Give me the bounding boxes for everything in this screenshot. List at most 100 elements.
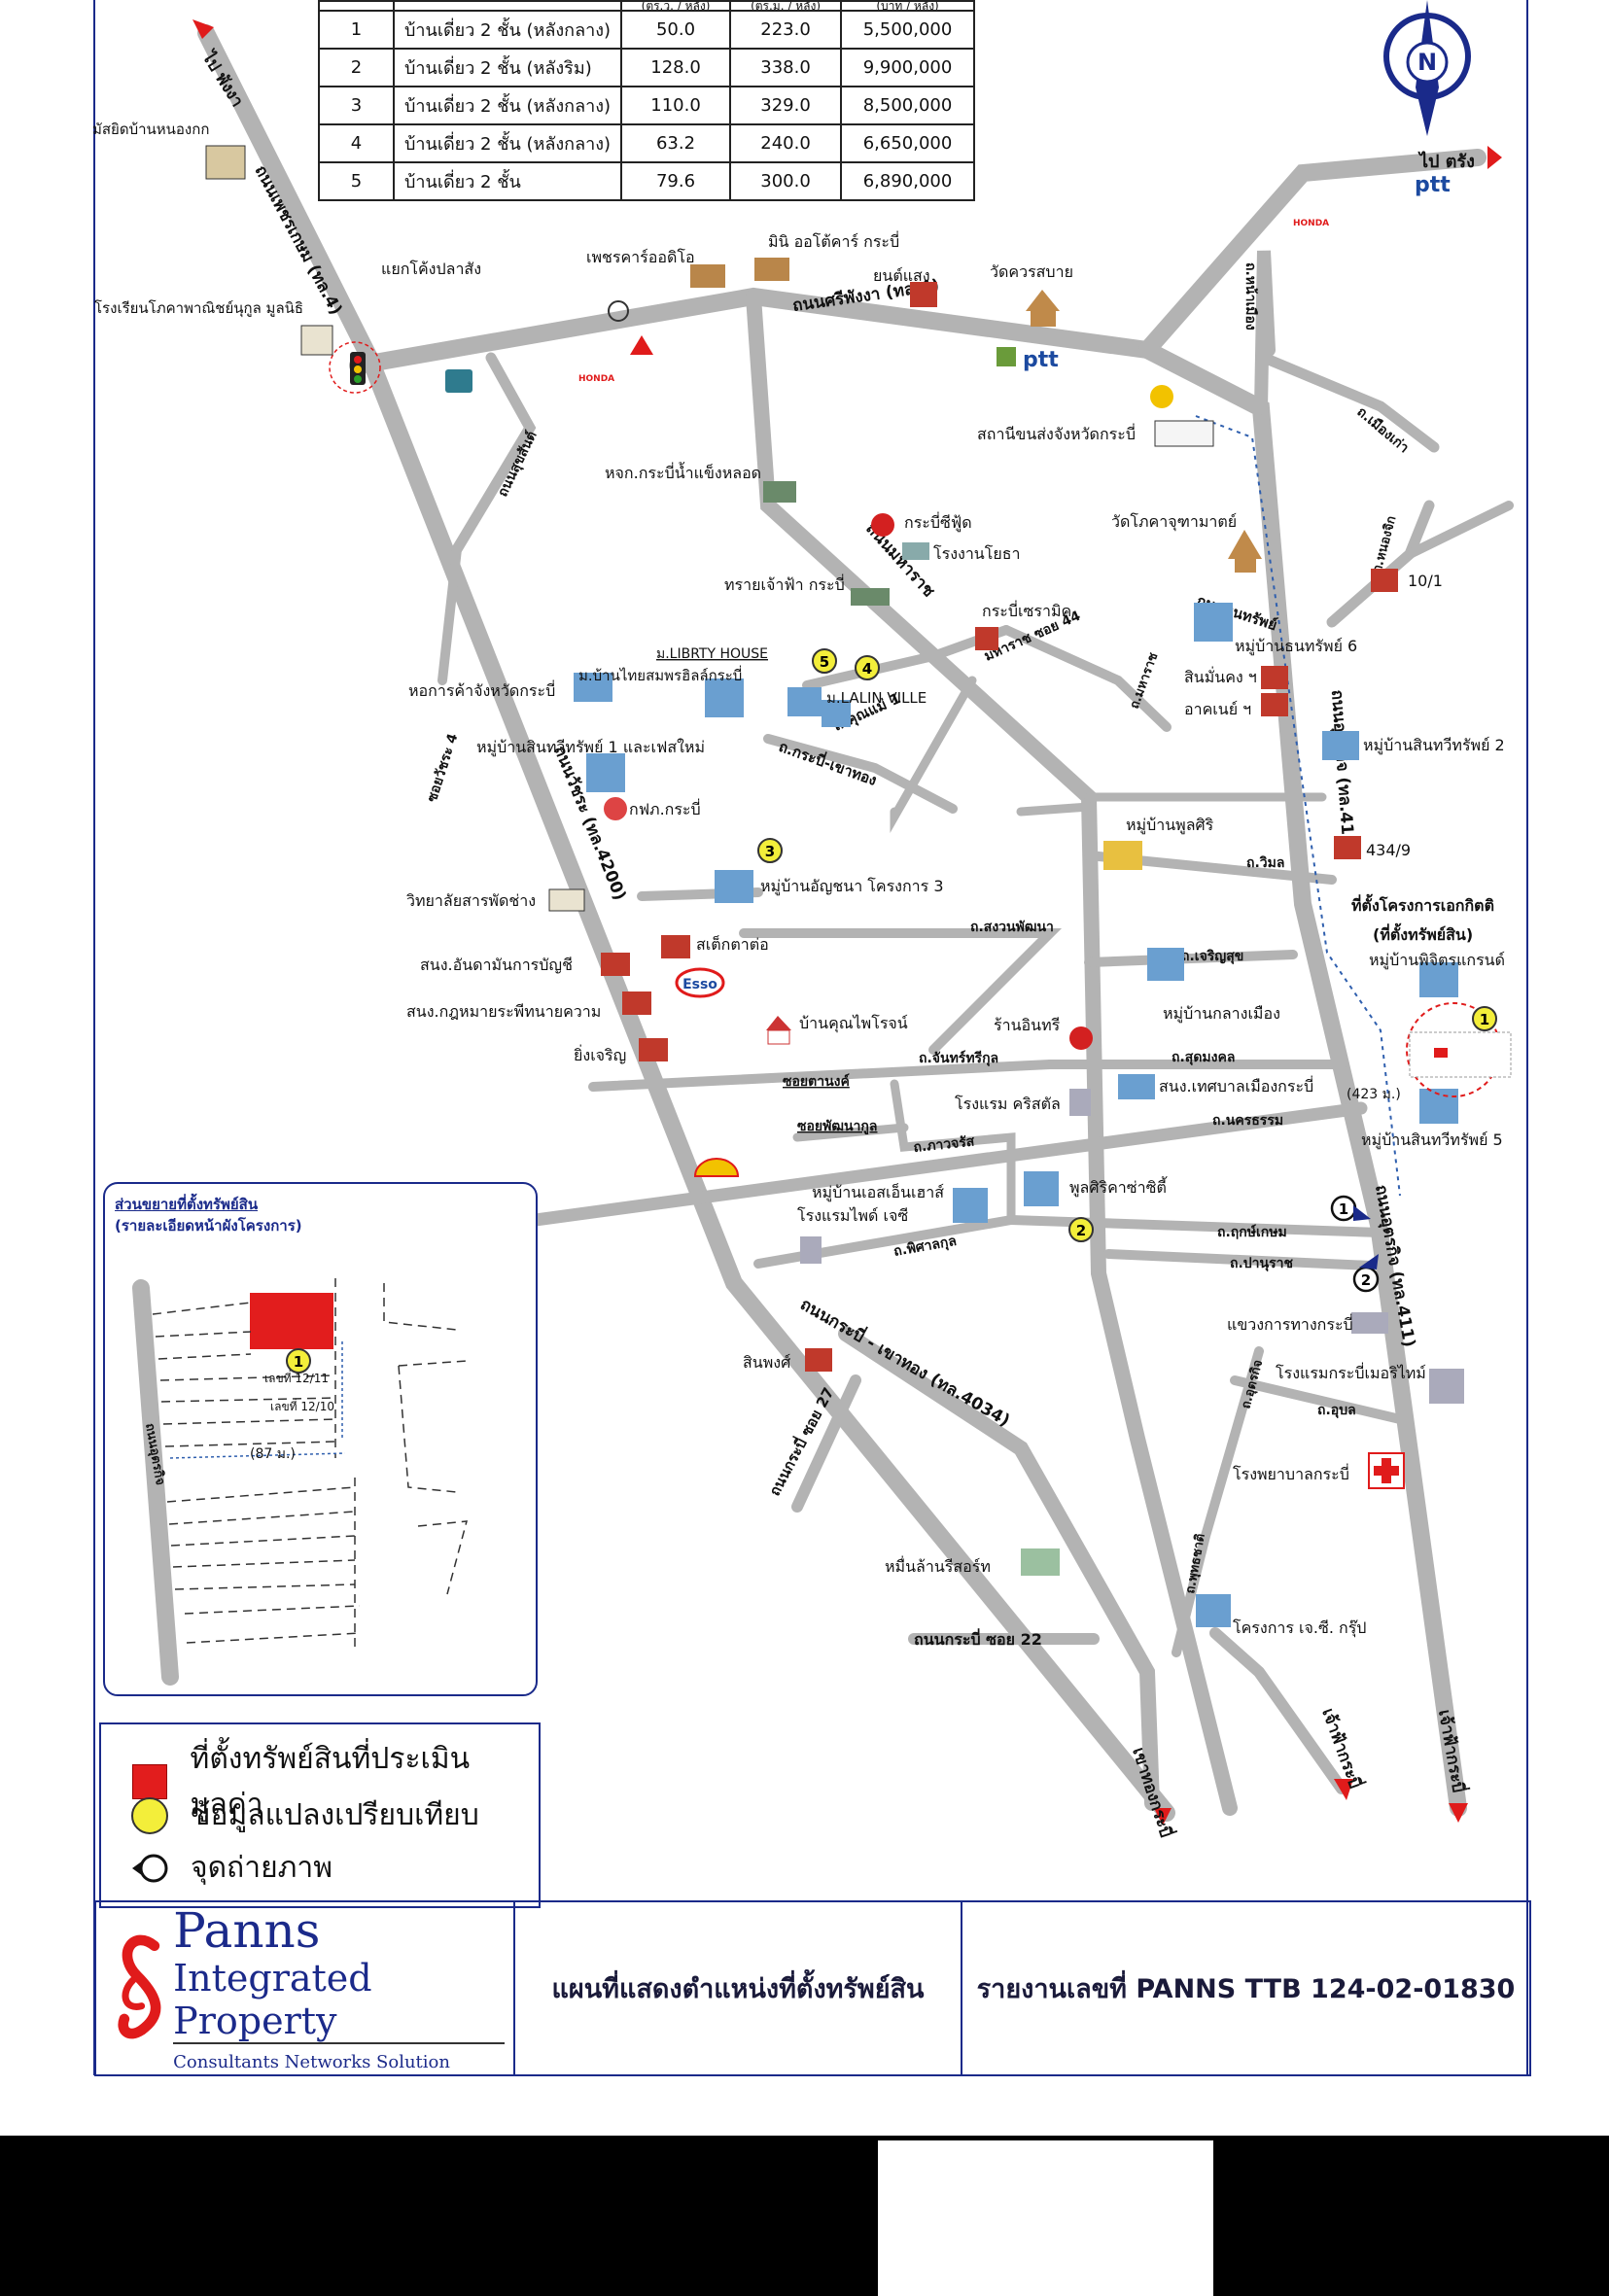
road-sa-nguan [739, 928, 1063, 1055]
poi-sinsap-2: หมู่บ้านสินทวีทรัพย์ 2 [1363, 736, 1505, 755]
label-wim: ถ.วิมล [1246, 855, 1284, 871]
table-header-cell: (ตร.ม. / หลัง) [729, 0, 843, 12]
comparison-marker-3-label: 3 [765, 843, 775, 860]
comparison-marker-1 [1472, 1006, 1497, 1031]
poi-kids-store: สเต็กตาต่อ [696, 934, 769, 954]
building-icon [1351, 1312, 1388, 1334]
poi-labels: มัสยิดบ้านหนองกก แยกโค้งปลาสัง โรงเรียนโ… [92, 121, 1505, 1638]
poi-factory-yotha: โรงงานโยธา [933, 544, 1020, 563]
label-reuk-kasem: ถ.ฤกษ์เกษม [1217, 1224, 1287, 1240]
comparison-marker-3 [757, 838, 783, 863]
arrow-bottom-mid [1334, 1779, 1353, 1800]
arrow-top-right [1487, 146, 1502, 169]
house-icon [586, 753, 625, 792]
esso-logo: Esso [682, 977, 717, 992]
table-cell: 63.2 [620, 123, 732, 163]
photo-point-1-label: 1 [1339, 1200, 1348, 1218]
brand-block: Panns Integrated Property Consultants Ne… [116, 1902, 505, 2074]
poi-law-office: สนง.กฎหมายระพีทนายความ [406, 1002, 601, 1021]
compass-letter: N [1417, 49, 1437, 76]
airport-icon [1150, 385, 1173, 408]
dir-top-right: ไป ตรัง [1417, 151, 1475, 172]
label-nakhon-tham: ถ.นครธรรม [1212, 1113, 1283, 1129]
table-cell: 1 [318, 10, 395, 50]
poi-icons: ptt ptt HONDA HONDA Esso [205, 145, 1464, 1627]
road-maharaj [746, 289, 1238, 1816]
poi-andaman-acc: สนง.อันดามันการบัญชี [420, 956, 573, 974]
house-icon [787, 687, 822, 716]
house-icon [1147, 948, 1184, 981]
poi-yont-saeng: ยนต์แสง [873, 266, 930, 285]
direction-arrows [192, 19, 1502, 1826]
label-soi-tanong: ซอยตานงค์ [783, 1073, 850, 1090]
poi-klang-muang: หมู่บ้านกลางเมือง [1163, 1004, 1280, 1024]
shop-icon [601, 953, 630, 976]
poi-num-10-1: 10/1 [1408, 572, 1443, 590]
dir-bottom-mid: เจ้าฟ้ากระบี่ [1317, 1705, 1367, 1792]
yellow-circle-icon [130, 1796, 169, 1835]
road-reuk-kasem [1006, 1215, 1385, 1237]
poi-wat-khuan: วัดควรสบาย [990, 262, 1073, 281]
poi-pichit: หมู่บ้านพิจิตรแกรนด์ [1369, 951, 1505, 970]
house-icon [1196, 1594, 1231, 1627]
poi-mosque: มัสยิดบ้านหนองกก [92, 121, 209, 138]
comparison-marker-2 [1068, 1217, 1094, 1242]
shop-icon [661, 935, 690, 958]
temple-icon [1026, 290, 1060, 311]
table-cell: 300.0 [729, 161, 843, 201]
brand-subtitle: Integrated Property [173, 1957, 505, 2044]
poi-phet-car: เพชรคาร์ออดิโอ [586, 248, 695, 266]
legend-label: จุดถ่ายภาพ [191, 1851, 333, 1885]
house-icon [1118, 1074, 1155, 1099]
table-cell: 4 [318, 123, 395, 163]
road-phuttachat [1172, 1346, 1264, 1657]
table-header-row: (ตร.ว. / หลัง) (ตร.ม. / หลัง) (บาท / หลั… [318, 0, 976, 12]
poi-highway-office: แขวงการทางกระบี่ [1227, 1313, 1353, 1334]
house-icon [705, 678, 744, 717]
poi-property-site-1: ที่ตั้งโครงการเอกกิตติ [1351, 893, 1494, 915]
shop-icon [910, 282, 937, 307]
comparison-marker-1-label: 1 [1480, 1011, 1489, 1028]
table-cell: 50.0 [620, 10, 732, 50]
legend-item-subject: ที่ตั้งทรัพย์สินที่ประเมินมูลค่า [130, 1736, 539, 1827]
arrow-bottom-center [1154, 1808, 1172, 1826]
temple-icon [1228, 530, 1262, 559]
car-shop-icon [754, 258, 789, 281]
table-row: 5 บ้านเดี่ยว 2 ชั้น 79.6 300.0 6,890,000 [318, 161, 976, 201]
poi-s-house: หมู่บ้านเอสเอ็นเฮาส์ [812, 1182, 944, 1202]
subject-property-marker [1434, 1048, 1448, 1058]
road-chan-sri [588, 1060, 1055, 1092]
table-cell: บ้านเดี่ยว 2 ชั้น (หลังริม) [392, 48, 623, 87]
shell-icon [693, 1158, 740, 1177]
table-cell: 338.0 [729, 48, 843, 87]
table-header-cell [318, 0, 395, 12]
road-network [197, 24, 1514, 1822]
panns-logo-icon [118, 1934, 161, 2038]
poi-project-jc: โครงการ เจ.ซี. กรุ๊ป [1233, 1618, 1366, 1638]
table-cell: 5 [318, 161, 395, 201]
property-site [1406, 1002, 1512, 1097]
table-cell: 110.0 [620, 86, 732, 125]
road-loop-a [890, 676, 977, 833]
table-row: 4 บ้านเดี่ยว 2 ชั้น (หลังกลาง) 63.2 240.… [318, 123, 976, 163]
poi-mini-auto: มินิ ออโต้คาร์ กระบี่ [768, 230, 899, 251]
legend-label: ข้อมูลแปลงเปรียบเทียบ [191, 1798, 479, 1832]
label-pana-rat: ถ.ปานุราช [1230, 1256, 1293, 1271]
label-ubon: ถ.อุบล [1317, 1403, 1356, 1418]
poi-sinphong: สินพงศ์ [743, 1353, 790, 1372]
hotel-icon [1069, 1089, 1091, 1116]
inset-map: 1 เลขที่ 12/11 เลขที่ 12/10 (87 ม.) ถนนอ… [103, 1182, 538, 1696]
road-maharaj-44 [1001, 625, 1172, 732]
legend-item-comparison: ข้อมูลแปลงเปรียบเทียบ [130, 1792, 479, 1838]
table-cell: บ้านเดี่ยว 2 ชั้น (หลังกลาง) [392, 123, 623, 163]
table-header-cell: (ตร.ว. / หลัง) [620, 0, 732, 12]
house-icon [1322, 731, 1359, 760]
road-to-trang [1138, 149, 1487, 359]
road-ubon [1230, 1375, 1405, 1424]
map-title: แผนที่แสดงตำแหน่งที่ตั้งทรัพย์สิน [551, 1974, 925, 2004]
shop-icon [805, 1348, 832, 1372]
label-soi-phatthana: ซอยพัฒนากูล [797, 1119, 877, 1134]
scan-border-bottom [0, 2136, 1609, 2296]
seven-eleven-icon [997, 347, 1016, 366]
photo-point-2-label: 2 [1361, 1271, 1371, 1289]
